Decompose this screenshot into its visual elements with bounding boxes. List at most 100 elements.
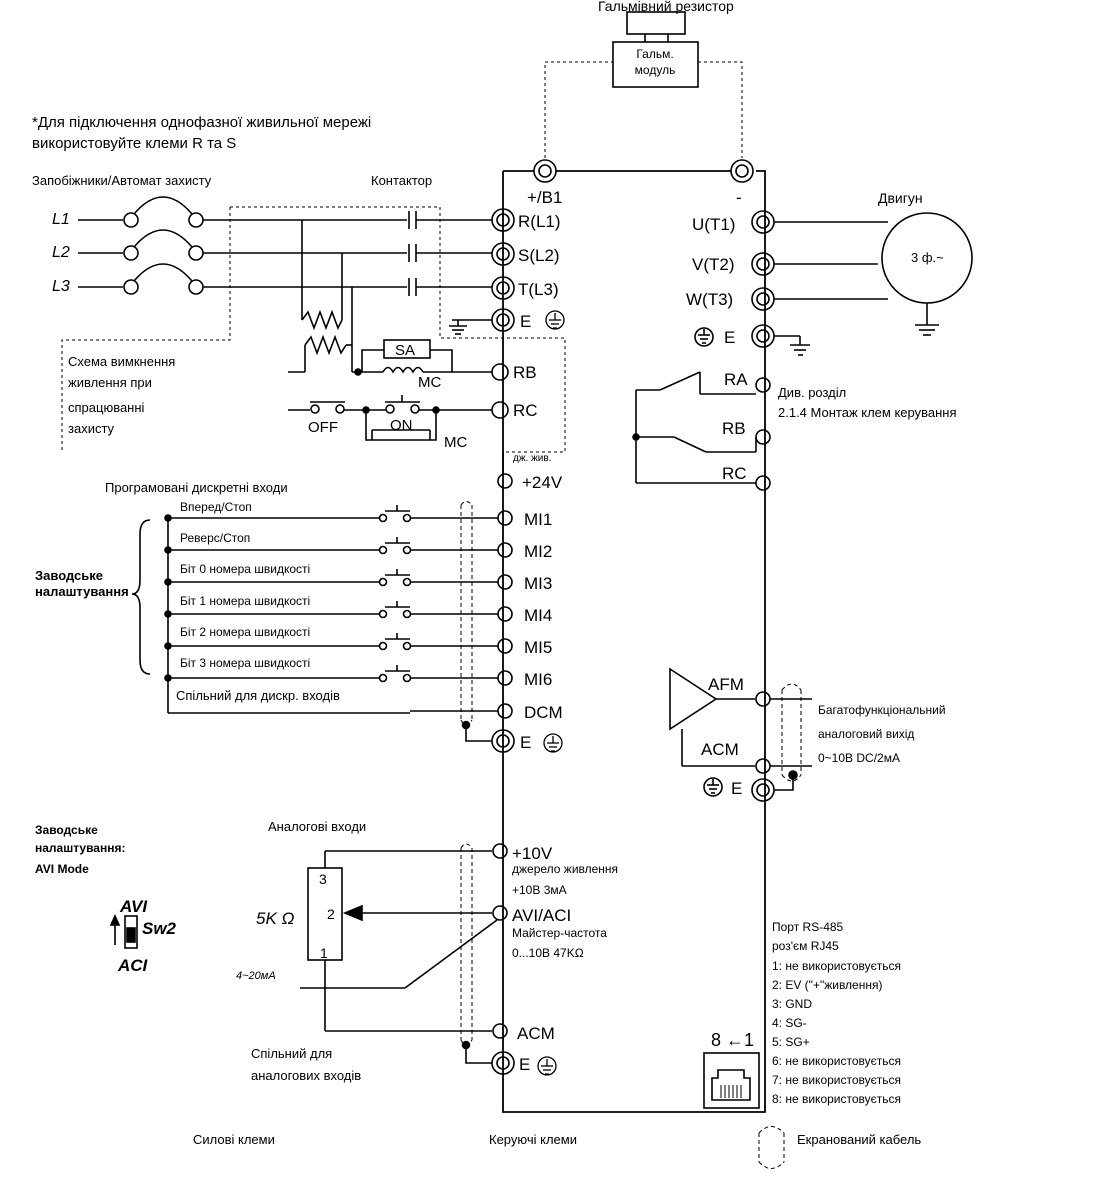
note-line-1: *Для підключення однофазної живильної ме…	[32, 114, 371, 131]
terminal-rc-power: RC	[513, 401, 538, 420]
mc-label-1: MC	[418, 374, 441, 391]
supply-note: дж. жив.	[513, 453, 551, 464]
digital-common-label: Спільний для дискр. входів	[176, 688, 340, 703]
afm-amplifier	[669, 667, 718, 731]
on-label: ON	[390, 417, 413, 434]
analog-out-note-2: аналоговий вихід	[818, 727, 914, 741]
phase-l1: L1	[52, 211, 70, 228]
protection-line-3: спрацюванні	[68, 400, 145, 415]
digital-input-wires	[168, 517, 498, 679]
input-label-mi5: Біт 2 номера швидкості	[180, 625, 310, 639]
digital-inputs-title: Програмовані дискретні входи	[105, 480, 288, 495]
terminal-mi5: MI5	[524, 638, 552, 657]
protection-line-4: захисту	[68, 421, 115, 436]
rs485-pin-2: 2: EV ("+"живлення)	[772, 978, 882, 992]
terminal-w: W(T3)	[686, 290, 733, 309]
terminal-mi3: MI3	[524, 574, 552, 593]
pot-pin-2: 2	[327, 906, 335, 922]
terminal-24v: +24V	[522, 473, 563, 492]
brake-module-label-1: Гальм.	[636, 47, 673, 61]
terminal-avi-aci: AVI/ACI	[512, 906, 571, 925]
input-label-mi6: Біт 3 номера швидкості	[180, 656, 310, 670]
terminal-e-digital: E	[520, 733, 531, 752]
terminal-dcm: DCM	[524, 703, 563, 722]
relay-ra: RA	[724, 370, 748, 389]
legend-power: Силові клеми	[193, 1132, 275, 1147]
terminal-s: S(L2)	[518, 246, 560, 265]
rs485-line-1: Порт RS-485	[772, 920, 844, 934]
note-line-2: використовуйте клеми R та S	[32, 135, 236, 152]
terminal-u: U(T1)	[692, 215, 735, 234]
terminal-r: R(L1)	[518, 212, 561, 231]
legend-shielded: Екранований кабель	[797, 1132, 921, 1147]
relay-note-2: 2.1.4 Монтаж клем керування	[778, 405, 957, 420]
current-range: 4~20мА	[236, 970, 276, 982]
brake-resistor-label: Гальмівний резистор	[598, 0, 734, 14]
analog-out-note-3: 0~10В DC/2мА	[818, 751, 900, 765]
terminal-minus: -	[736, 188, 742, 207]
terminal-acm-out: ACM	[701, 740, 739, 759]
rs485-pin-1: 1: не використовується	[772, 959, 901, 973]
terminal-b1-outer	[533, 159, 557, 183]
relay-rb: RB	[722, 419, 746, 438]
rj45-port	[703, 1052, 760, 1109]
brake-module-box	[612, 41, 699, 88]
supply-line-2: +10В 3мА	[512, 883, 567, 897]
motor-label: 3 ф.~	[911, 250, 944, 265]
motor-title: Двигун	[878, 190, 923, 206]
relay-rc: RC	[722, 464, 747, 483]
terminal-v: V(T2)	[692, 255, 735, 274]
rj45-pin-order: 8 ←1	[711, 1030, 754, 1050]
rs485-pin-4: 4: SG-	[772, 1016, 807, 1030]
input-label-mi2: Реверс/Стоп	[180, 531, 250, 545]
terminal-mi2: MI2	[524, 542, 552, 561]
analog-factory-1: Заводське	[35, 823, 98, 837]
mc-label-2: MC	[444, 434, 467, 451]
terminal-10v: +10V	[512, 844, 553, 863]
drive-outline	[502, 170, 766, 1113]
terminal-t: T(L3)	[518, 280, 559, 299]
off-label: OFF	[308, 419, 338, 436]
terminal-b1: +/B1	[527, 188, 562, 207]
pot-pin-3: 3	[319, 871, 327, 887]
protection-line-1: Схема вимкнення	[68, 354, 175, 369]
terminal-mi6: MI6	[524, 670, 552, 689]
input-label-mi1: Вперед/Стоп	[180, 500, 252, 514]
analog-common-2: аналогових входів	[251, 1068, 361, 1083]
input-label-mi4: Біт 1 номера швидкості	[180, 594, 310, 608]
phase-l2: L2	[52, 244, 70, 261]
terminal-minus-outer	[730, 159, 754, 183]
master-line-2: 0...10В 47KΩ	[512, 946, 584, 960]
terminal-e-power: E	[520, 312, 531, 331]
rs485-pin-8: 8: не використовується	[772, 1092, 901, 1106]
fuses-label: Запобіжники/Автомат захисту	[32, 173, 212, 188]
relay-note-1: Див. розділ	[778, 385, 846, 400]
sa-label: SA	[395, 342, 415, 359]
terminal-rb-power: RB	[513, 363, 537, 382]
brake-resistor-symbol	[626, 11, 686, 35]
protection-line-2: живлення при	[68, 375, 152, 390]
terminal-afm: AFM	[708, 675, 744, 694]
rs485-pin-6: 6: не використовується	[772, 1054, 901, 1068]
analog-inputs-title: Аналогові входи	[268, 819, 366, 834]
terminal-mi4: MI4	[524, 606, 552, 625]
analog-factory-3: AVI Mode	[35, 862, 89, 876]
rs485-pin-7: 7: не використовується	[772, 1073, 901, 1087]
rs485-line-2: роз'єм RJ45	[772, 939, 839, 953]
analog-factory-2: налаштування:	[35, 841, 125, 855]
switch-sw2: Sw2	[142, 919, 177, 938]
terminal-e-analog-in: E	[519, 1055, 530, 1074]
terminal-acm-in: ACM	[517, 1024, 555, 1043]
factory-setting-2: налаштування	[35, 584, 129, 599]
supply-line-1: джерело живлення	[512, 862, 618, 876]
input-label-mi3: Біт 0 номера швидкості	[180, 562, 310, 576]
pot-pin-1: 1	[320, 945, 328, 961]
terminal-e-analog-out: E	[731, 779, 742, 798]
contactor-label: Контактор	[371, 173, 432, 188]
analog-common-1: Спільний для	[251, 1046, 332, 1061]
rs485-pin-3: 3: GND	[772, 997, 812, 1011]
phase-l3: L3	[52, 278, 70, 295]
legend-control: Керуючі клеми	[489, 1132, 577, 1147]
brake-module-label-2: модуль	[635, 63, 676, 77]
